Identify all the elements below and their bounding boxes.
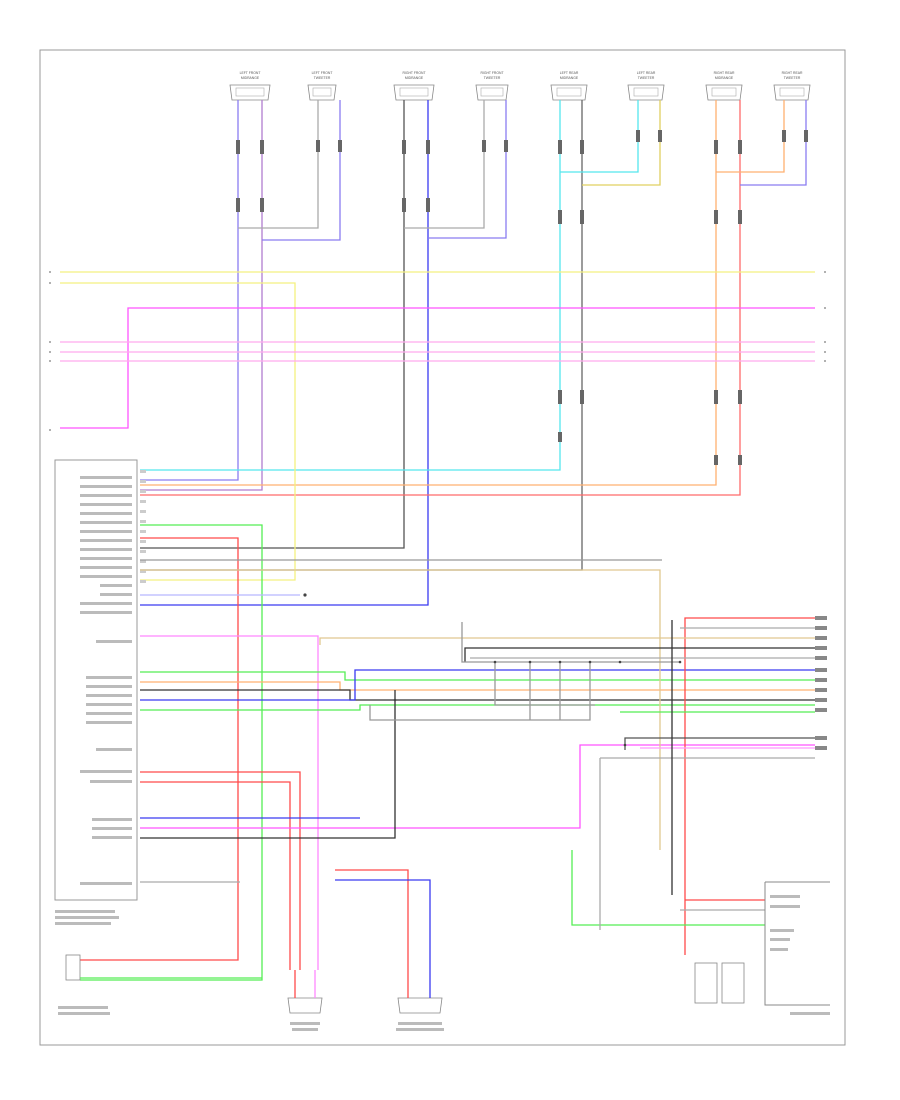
junction-dots: [303, 593, 682, 747]
svg-text:TWEETER: TWEETER: [484, 76, 501, 80]
speaker-connector: RIGHT FRONT TWEETER: [475, 71, 509, 101]
subwoofer-module: [694, 881, 830, 1015]
svg-text:MIDRANGE: MIDRANGE: [405, 76, 424, 80]
speaker-connector: LEFT FRONT TWEETER: [307, 71, 337, 101]
svg-text:LEFT REAR: LEFT REAR: [560, 71, 579, 75]
svg-text:LEFT FRONT: LEFT FRONT: [312, 71, 333, 75]
speaker-connector: LEFT FRONT MIDRANGE: [229, 71, 271, 101]
amplifier-caption: [55, 910, 115, 913]
wire-code-marks: [236, 130, 808, 465]
svg-text:MIDRANGE: MIDRANGE: [560, 76, 579, 80]
right-front-door-connector: [335, 869, 444, 1031]
bus-end-markers: [49, 271, 826, 431]
svg-text:LEFT REAR: LEFT REAR: [637, 71, 656, 75]
svg-text:RIGHT FRONT: RIGHT FRONT: [480, 71, 503, 75]
svg-text:TWEETER: TWEETER: [314, 76, 331, 80]
bus-wires: [60, 271, 815, 581]
diagram-frame: [39, 49, 846, 1046]
right-harness: [319, 617, 815, 955]
speaker-connector: RIGHT REAR TWEETER: [773, 71, 811, 101]
svg-text:MIDRANGE: MIDRANGE: [241, 76, 260, 80]
center-speaker-connector: [287, 970, 323, 1031]
svg-text:TWEETER: TWEETER: [784, 76, 801, 80]
speaker-connector: RIGHT REAR MIDRANGE: [705, 71, 743, 101]
left-rear-door-connector: [58, 954, 262, 1015]
right-harness-end-markers: [815, 616, 827, 750]
speaker-connectors-top: LEFT FRONT MIDRANGE LEFT FRONT TWEETER R…: [229, 71, 811, 101]
svg-text:LEFT FRONT: LEFT FRONT: [240, 71, 261, 75]
speaker-connector: LEFT REAR MIDRANGE: [550, 71, 588, 101]
audio-amplifier-module: [54, 459, 146, 925]
svg-text:MIDRANGE: MIDRANGE: [715, 76, 734, 80]
amplifier-wires: [80, 524, 815, 981]
speaker-connector: LEFT REAR TWEETER: [627, 71, 665, 101]
svg-text:RIGHT REAR: RIGHT REAR: [714, 71, 735, 75]
speaker-connector: RIGHT FRONT MIDRANGE: [393, 71, 435, 101]
svg-text:RIGHT FRONT: RIGHT FRONT: [402, 71, 425, 75]
svg-text:TWEETER: TWEETER: [638, 76, 655, 80]
amplifier-pin-labels: [80, 476, 132, 885]
amplifier-pin-numbers: [140, 470, 146, 583]
svg-text:RIGHT REAR: RIGHT REAR: [782, 71, 803, 75]
